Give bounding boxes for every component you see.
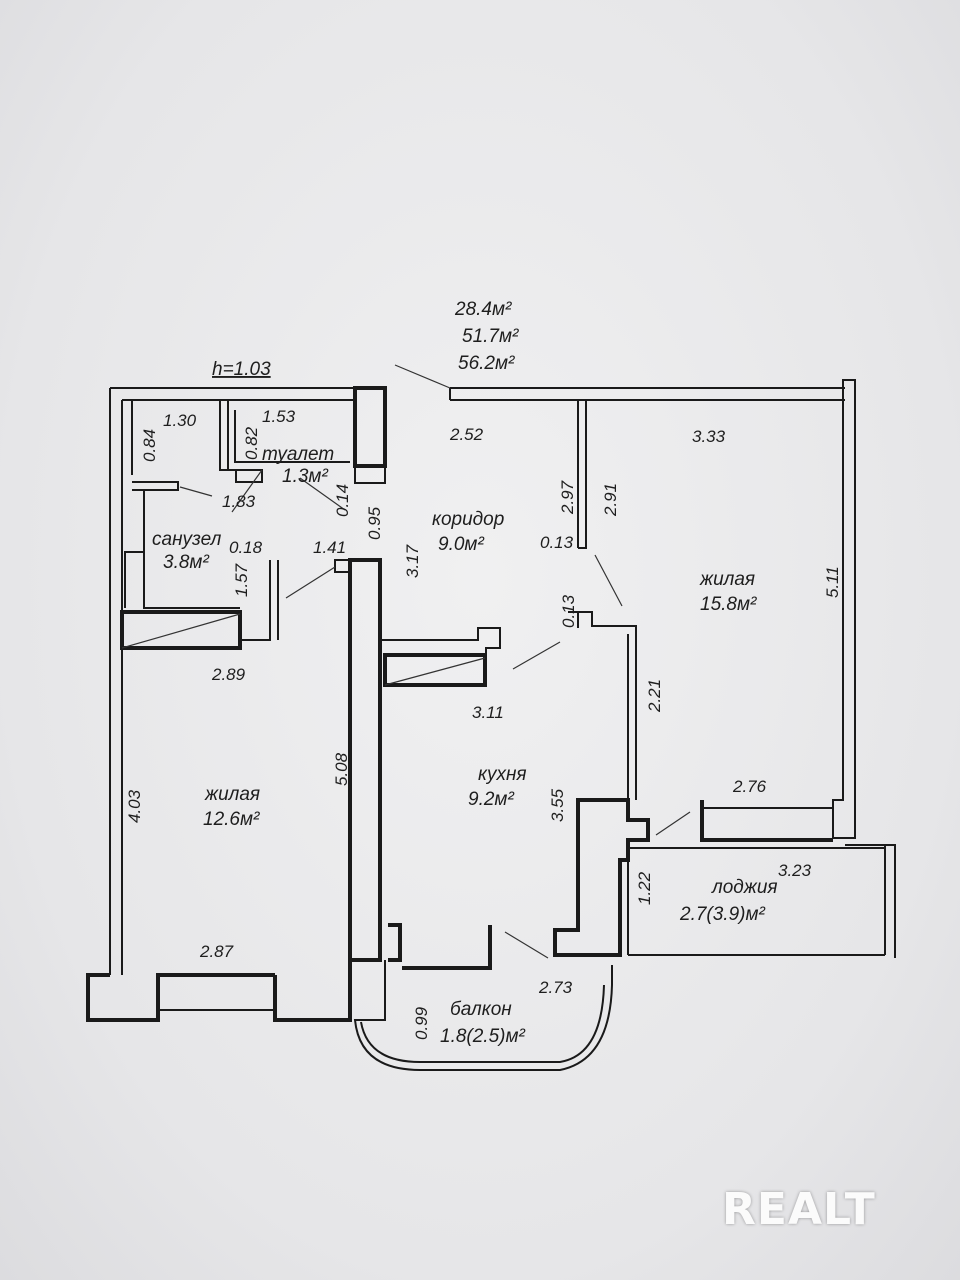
total-area: 51.7м² — [462, 326, 519, 347]
room-toilet-name: туалет — [262, 444, 334, 465]
room-kitchen-area: 9.2м² — [468, 789, 514, 810]
room-living-left-name: жилая — [204, 784, 260, 805]
dim-label: 1.53 — [262, 407, 296, 426]
room-bathroom-name: санузел — [152, 529, 222, 550]
room-loggia-name: лоджия — [711, 877, 778, 898]
room-corridor-name: коридор — [432, 509, 504, 530]
room-corridor-area: 9.0м² — [438, 534, 484, 555]
dim-label: 0.82 — [242, 426, 261, 460]
dim-label: 0.13 — [540, 533, 574, 552]
room-toilet-area: 1.3м² — [282, 466, 328, 487]
room-kitchen-name: кухня — [478, 764, 527, 785]
dim-label: 3.11 — [472, 703, 504, 722]
room-balcony-name: балкон — [450, 999, 512, 1020]
total-area-with-balconies: 56.2м² — [458, 353, 515, 374]
dim-label: 2.21 — [645, 679, 664, 713]
dim-label: 1.22 — [635, 871, 654, 905]
dim-label: 2.87 — [199, 942, 234, 961]
room-living-right-name: жилая — [699, 569, 755, 590]
dimension-labels: 1.30 0.84 1.53 0.82 1.83 0.14 0.18 1.57 … — [125, 407, 842, 1040]
walls — [86, 364, 896, 1071]
dim-label: 3.17 — [403, 544, 422, 578]
dim-label: 1.30 — [163, 411, 197, 430]
dim-label: 3.33 — [692, 427, 726, 446]
total-living-area: 28.4м² — [454, 299, 512, 320]
dim-label: 3.23 — [778, 861, 812, 880]
realt-watermark: REALT — [722, 1184, 876, 1235]
dim-label: 2.52 — [449, 425, 484, 444]
room-living-right-area: 15.8м² — [700, 594, 757, 615]
dim-label: 5.08 — [332, 752, 351, 786]
room-balcony-area: 1.8(2.5)м² — [440, 1026, 526, 1047]
dim-label: 0.14 — [333, 484, 352, 517]
dim-label: 5.11 — [823, 566, 842, 598]
dim-label: 3.55 — [548, 788, 567, 822]
dim-label: 0.95 — [365, 506, 384, 540]
dim-label: 0.18 — [229, 538, 263, 557]
dim-label: 2.97 — [558, 480, 577, 515]
dim-label: 1.57 — [232, 563, 251, 597]
room-bathroom-area: 3.8м² — [163, 552, 209, 573]
room-loggia-area: 2.7(3.9)м² — [679, 904, 766, 925]
dim-label: 1.41 — [313, 538, 346, 557]
dim-label: 0.99 — [412, 1006, 431, 1040]
dim-label: 2.73 — [538, 978, 573, 997]
ceiling-note: h=1.03 — [212, 359, 271, 380]
dim-label: 1.83 — [222, 492, 256, 511]
room-living-left-area: 12.6м² — [203, 809, 260, 830]
dim-label: 4.03 — [125, 789, 144, 823]
dim-label: 2.89 — [211, 665, 246, 684]
dim-label: 0.13 — [559, 594, 578, 628]
dim-label: 0.84 — [140, 429, 159, 462]
dim-label: 2.76 — [732, 777, 767, 796]
dim-label: 2.91 — [601, 483, 620, 517]
